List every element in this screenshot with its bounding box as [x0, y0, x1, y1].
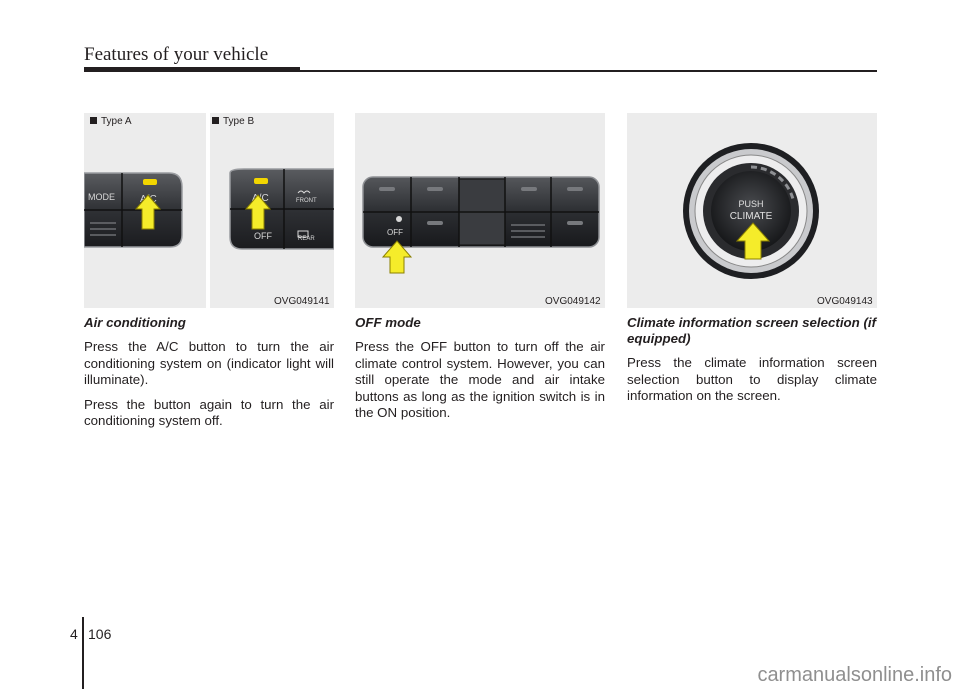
- paragraph: Press the OFF button to turn off the air…: [355, 339, 605, 421]
- header-rule-thick: [84, 67, 300, 72]
- pointer-arrow-icon: [134, 194, 162, 230]
- climate-knob-illustration: PUSH CLIMATE: [683, 143, 819, 279]
- section-heading: OFF mode: [355, 315, 421, 330]
- section-climate-screen: Climate information screen selection (if…: [627, 315, 877, 413]
- footer-divider: [82, 617, 84, 689]
- pointer-arrow-icon: [381, 240, 413, 274]
- type-a-label: Type A: [90, 116, 132, 127]
- chapter-number: 4: [70, 626, 78, 642]
- off-button-illustration: OFF: [362, 176, 600, 274]
- pointer-arrow-icon: [735, 222, 771, 260]
- section-heading: Climate information screen selection (if…: [627, 315, 877, 346]
- fan-icon: [396, 216, 402, 222]
- paragraph: Press the button again to turn the air c…: [84, 396, 334, 429]
- page-header-title: Features of your vehicle: [84, 44, 269, 65]
- mode-button-label: MODE: [88, 192, 115, 202]
- figure-air-conditioning: MODE A/C A/C OFF FRONT REAR Type A Type …: [84, 113, 334, 308]
- ac-buttons-illustration: MODE A/C A/C OFF FRONT REAR: [84, 113, 334, 308]
- figure-off-mode: OFF: [355, 113, 605, 308]
- off-button-label: OFF: [387, 228, 403, 237]
- paragraph: Press the climate information screen sel…: [627, 355, 877, 404]
- figure-climate-knob: PUSH CLIMATE: [627, 113, 877, 308]
- type-b-label: Type B: [212, 116, 254, 127]
- figure-code: OVG049142: [545, 296, 601, 307]
- section-off-mode: OFF mode Press the OFF button to turn of…: [355, 315, 605, 430]
- section-heading: Air conditioning: [84, 315, 186, 330]
- figure-code: OVG049143: [817, 296, 873, 307]
- header-rule-thin: [300, 70, 877, 72]
- paragraph: Press the A/C button to turn the air con…: [84, 339, 334, 388]
- front-defrost-label: FRONT: [296, 198, 317, 204]
- knob-label-climate: CLIMATE: [730, 211, 773, 222]
- pointer-arrow-icon: [244, 194, 272, 230]
- rear-defrost-label: REAR: [298, 236, 315, 242]
- front-defrost-icon: [297, 190, 311, 194]
- off-button-label-b: OFF: [254, 231, 272, 241]
- section-air-conditioning: Air conditioning Press the A/C button to…: [84, 315, 334, 438]
- ac-indicator-a: [143, 179, 157, 185]
- knob-label-push: PUSH: [738, 199, 763, 209]
- ac-indicator-b: [254, 178, 268, 184]
- page-number: 106: [88, 626, 112, 642]
- figure-code: OVG049141: [274, 296, 330, 307]
- rear-defrost-icon: [297, 230, 309, 238]
- watermark-text: carmanualsonline.info: [757, 664, 952, 686]
